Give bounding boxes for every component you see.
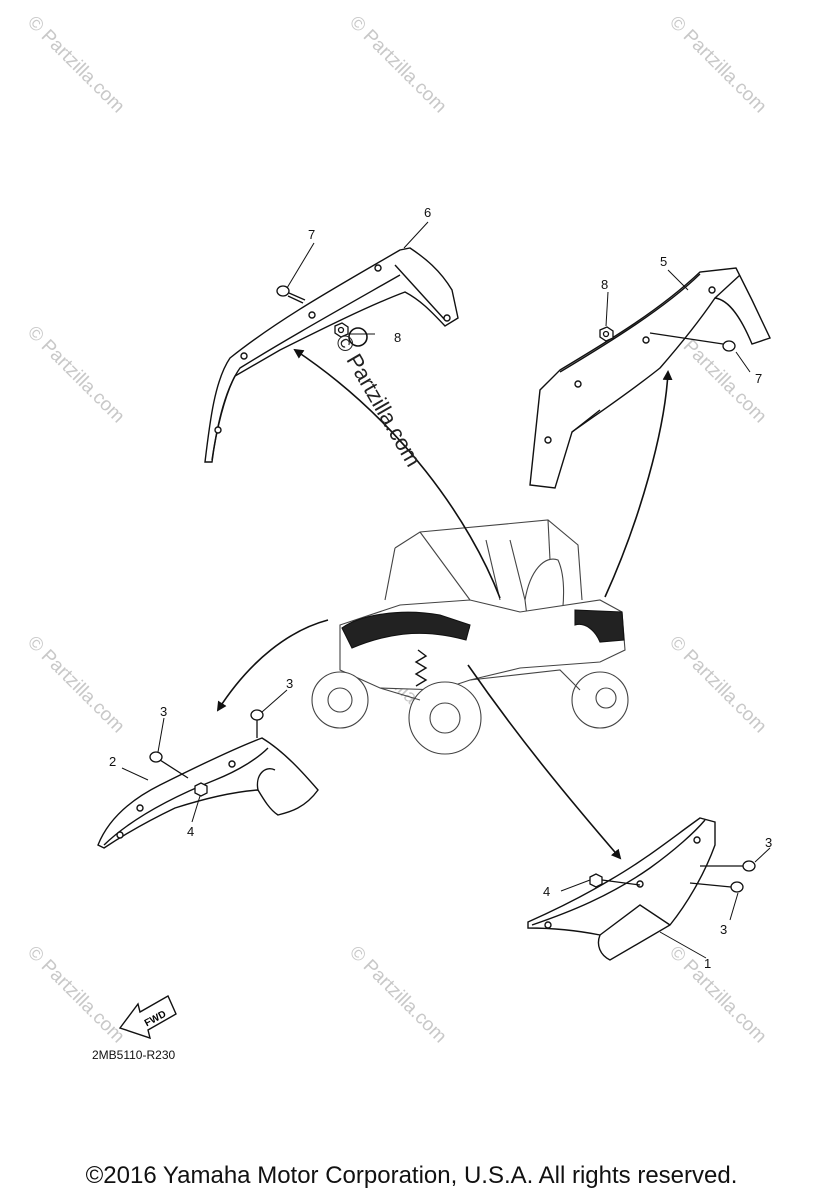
leader-lines [121,221,771,959]
copyright-circle [348,327,368,347]
fender-flare-part-1 [527,817,716,961]
screw-part-7 [649,332,736,352]
callout-7: 7 [755,371,763,386]
assembly-arrows [216,348,673,860]
screw-part-3 [149,709,264,779]
nut-part-8 [334,322,349,338]
fender-flare-part-5 [529,267,771,489]
fwd-arrow: FWD [118,995,177,1040]
diagram-code: 2MB5110-R230 [92,1048,176,1062]
nut-part-4 [194,782,208,797]
callout-3: 3 [160,704,168,719]
callout-8: 8 [601,277,609,292]
vehicle-illustration [311,519,629,755]
callout-1: 1 [704,956,712,971]
callout-3: 3 [720,922,728,937]
callout-4: 4 [187,824,195,839]
fender-flare-part-6 [204,247,459,463]
callout-3: 3 [286,676,294,691]
fender-flare-part-2 [97,737,319,849]
callout-3: 3 [765,835,773,850]
callout-4: 4 [543,884,551,899]
nut-part-4 [589,873,641,888]
screw-part-7 [276,285,306,304]
callout-7: 7 [308,227,316,242]
nut-part-8 [599,326,614,342]
screw-part-3 [689,860,756,893]
copyright-notice: ©2016 Yamaha Motor Corporation, U.S.A. A… [85,1162,738,1189]
callout-6: 6 [424,205,432,220]
callout-8: 8 [394,330,402,345]
callout-2: 2 [109,754,117,769]
callout-5: 5 [660,254,668,269]
